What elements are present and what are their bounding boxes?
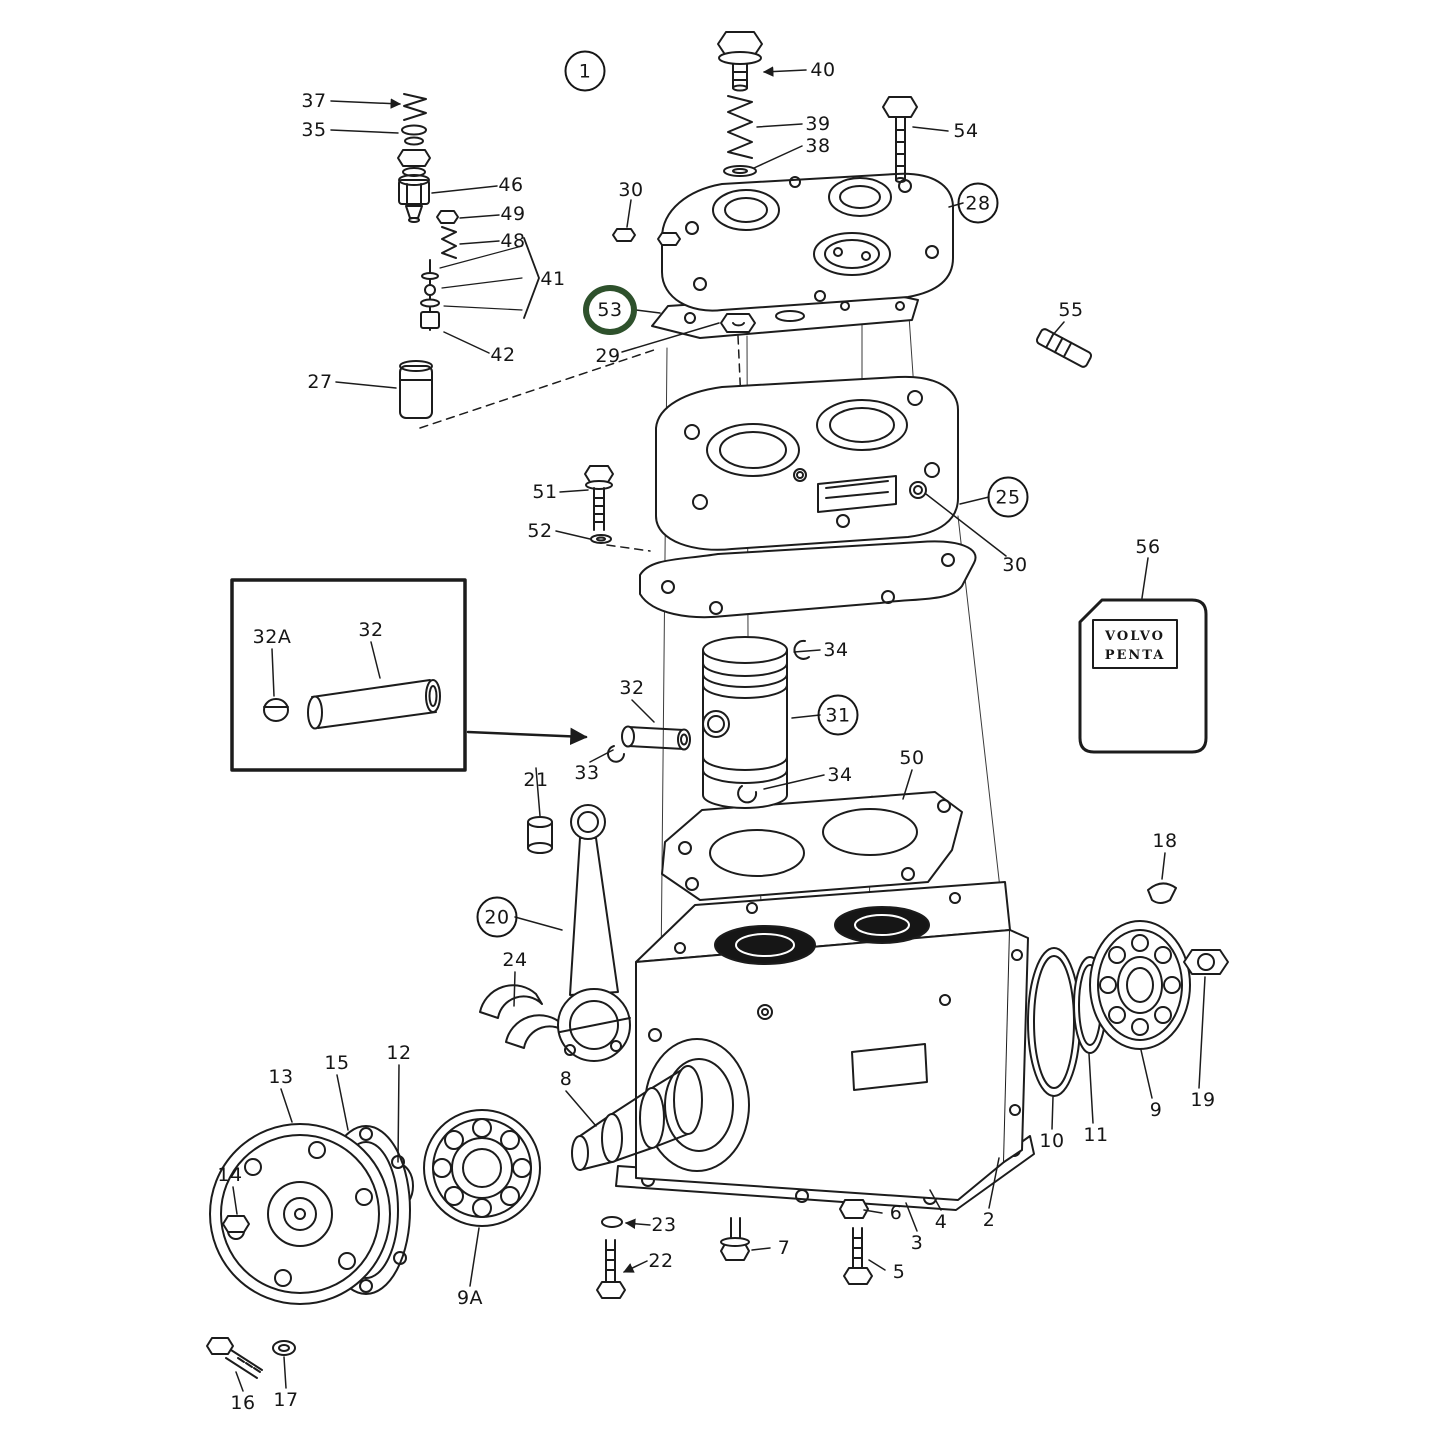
part-label-21[interactable]: 21: [523, 769, 549, 791]
part-bolt-5: [843, 1227, 873, 1285]
part-label-27[interactable]: 27: [307, 371, 333, 393]
part-nut-30-left: [612, 228, 681, 246]
part-label-29[interactable]: 29: [595, 345, 621, 367]
part-nut-6: [839, 1199, 869, 1219]
part-bolt-51: [584, 465, 614, 531]
part-bolt-16: [206, 1337, 263, 1379]
part-label-48[interactable]: 48: [500, 230, 526, 252]
part-label-49[interactable]: 49: [500, 203, 526, 225]
part-label-38[interactable]: 38: [805, 135, 831, 157]
part-crankcase: [615, 881, 1035, 1211]
part-label-30[interactable]: 30: [618, 179, 644, 201]
part-label-37[interactable]: 37: [301, 90, 327, 112]
part-label-40[interactable]: 40: [810, 59, 836, 81]
part-label-56[interactable]: 56: [1135, 536, 1161, 558]
part-bolt-40: [717, 31, 763, 92]
part-bolt-14: [222, 1215, 250, 1233]
part-label-7[interactable]: 7: [777, 1237, 791, 1259]
part-label-31[interactable]: 31: [817, 694, 859, 736]
part-label-14[interactable]: 14: [217, 1164, 243, 1186]
part-label-4[interactable]: 4: [934, 1211, 948, 1233]
part-label-10[interactable]: 10: [1039, 1130, 1065, 1152]
part-label-32a[interactable]: 32A: [252, 626, 292, 648]
part-spring-39: [727, 95, 753, 159]
part-label-51[interactable]: 51: [532, 481, 558, 503]
part-bolt-7: [720, 1217, 750, 1261]
part-cylinder-head: [661, 172, 954, 312]
part-label-54[interactable]: 54: [953, 120, 979, 142]
part-stud-55: [1035, 328, 1093, 368]
part-label-2[interactable]: 2: [982, 1209, 996, 1231]
part-label-41[interactable]: 41: [540, 268, 566, 290]
part-end-cover: [209, 1123, 391, 1305]
part-label-11[interactable]: 11: [1083, 1124, 1109, 1146]
part-label-32[interactable]: 32: [358, 619, 384, 641]
part-label-9a[interactable]: 9A: [456, 1287, 484, 1309]
part-nut-29: [720, 313, 756, 333]
part-label-55[interactable]: 55: [1058, 299, 1084, 321]
inset-box: [230, 578, 588, 772]
part-label-16[interactable]: 16: [230, 1392, 256, 1414]
part-label-52[interactable]: 52: [527, 520, 553, 542]
part-label-23[interactable]: 23: [651, 1214, 677, 1236]
part-label-46[interactable]: 46: [498, 174, 524, 196]
part-label-24[interactable]: 24: [502, 949, 528, 971]
part-piston: [702, 636, 788, 809]
part-washer-23: [601, 1216, 623, 1228]
part-connecting-rod: [557, 804, 631, 1062]
part-base-gasket: [661, 791, 963, 901]
part-label-8[interactable]: 8: [559, 1068, 573, 1090]
part-label-33[interactable]: 33: [574, 762, 600, 784]
part-valve-block: [639, 375, 977, 619]
part-label-39[interactable]: 39: [805, 113, 831, 135]
part-label-19[interactable]: 19: [1190, 1089, 1216, 1111]
part-label-22[interactable]: 22: [648, 1250, 674, 1272]
part-washer-17: [272, 1340, 296, 1356]
part-label-6[interactable]: 6: [889, 1202, 903, 1224]
part-nut-19: [1183, 949, 1229, 975]
part-label-13[interactable]: 13: [268, 1066, 294, 1088]
part-label-50[interactable]: 50: [899, 747, 925, 769]
part-crankshaft: [571, 1065, 703, 1171]
part-label-30[interactable]: 30: [1002, 554, 1028, 576]
part-label-15[interactable]: 15: [324, 1052, 350, 1074]
part-label-25[interactable]: 25: [987, 476, 1029, 518]
part-ball-bearing-9: [1089, 920, 1191, 1050]
part-label-17[interactable]: 17: [273, 1389, 299, 1411]
leader-lines: [232, 66, 1206, 1392]
part-label-3[interactable]: 3: [910, 1232, 924, 1254]
part-woodruff-key: [1147, 882, 1177, 904]
brand-decal-line1: VOLVO: [1104, 629, 1165, 644]
part-label-12[interactable]: 12: [386, 1042, 412, 1064]
part-label-34[interactable]: 34: [823, 639, 849, 661]
part-label-18[interactable]: 18: [1152, 830, 1178, 852]
part-unloader-assembly: [397, 93, 540, 419]
part-label-28[interactable]: 28: [957, 182, 999, 224]
part-bolt-22: [596, 1239, 626, 1299]
brand-decal: VOLVO PENTA: [1078, 598, 1208, 754]
part-label-20[interactable]: 20: [476, 896, 518, 938]
brand-decal-line2: PENTA: [1105, 648, 1166, 663]
part-ball-bearing-9a: [423, 1109, 541, 1227]
part-label-32[interactable]: 32: [619, 677, 645, 699]
part-label-5[interactable]: 5: [892, 1261, 906, 1283]
part-label-9[interactable]: 9: [1149, 1099, 1163, 1121]
part-bolt-54: [882, 96, 918, 183]
part-piston-pin: [621, 725, 691, 751]
part-bushing-21: [527, 816, 553, 854]
part-washer-38: [723, 165, 757, 177]
part-label-35[interactable]: 35: [301, 119, 327, 141]
part-clip-33: [607, 745, 625, 763]
part-bearing-shells: [479, 984, 569, 1049]
part-washer-52: [590, 534, 612, 544]
part-label-34[interactable]: 34: [827, 764, 853, 786]
part-label-42[interactable]: 42: [490, 344, 516, 366]
part-label-53[interactable]: 53: [583, 285, 637, 335]
part-label-1[interactable]: 1: [564, 50, 606, 92]
part-circlip-bottom: [737, 785, 758, 804]
